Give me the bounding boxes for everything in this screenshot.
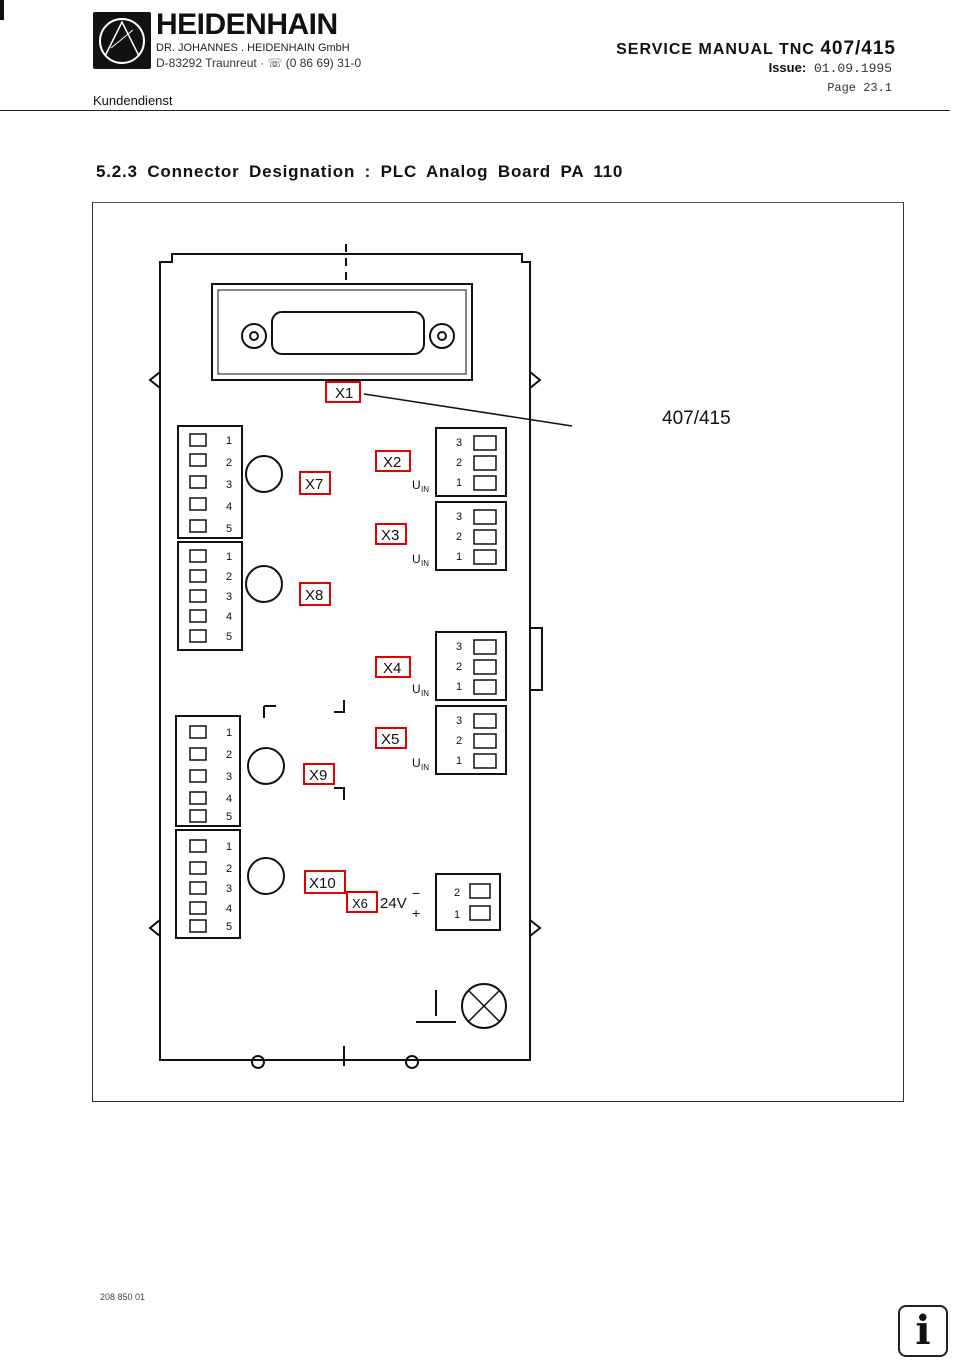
model-label: 407/415 <box>662 408 731 429</box>
board-outline <box>159 253 531 1061</box>
svg-text:3: 3 <box>456 715 462 727</box>
svg-text:4: 4 <box>226 793 232 805</box>
dsub-housing <box>211 283 473 381</box>
svg-text:4: 4 <box>226 903 232 915</box>
svg-text:1: 1 <box>454 909 460 921</box>
manual-title-text: SERVICE MANUAL TNC <box>616 41 815 58</box>
header-divider <box>0 110 950 111</box>
manual-model: 407/415 <box>820 38 896 59</box>
svg-text:2: 2 <box>456 457 462 469</box>
connector-label-x3: X3 <box>381 527 399 544</box>
svg-text:2: 2 <box>456 661 462 673</box>
svg-text:3: 3 <box>456 641 462 653</box>
svg-text:1: 1 <box>456 681 462 693</box>
margin-mark <box>0 0 4 20</box>
voltage-label: 24V <box>380 895 407 912</box>
svg-text:4: 4 <box>226 611 232 623</box>
svg-text:5: 5 <box>226 921 232 933</box>
plus-sign: + <box>412 905 420 921</box>
manual-title: SERVICE MANUAL TNC 407/415 <box>616 38 896 60</box>
issue-line: Issue: 01.09.1995 <box>769 60 892 76</box>
department: Kundendienst <box>93 93 173 108</box>
uin-sub-x4: IN <box>421 689 429 698</box>
svg-text:1: 1 <box>456 477 462 489</box>
svg-text:3: 3 <box>226 591 232 603</box>
uin-sub-x3: IN <box>421 559 429 568</box>
company-name: DR. JOHANNES . HEIDENHAIN GmbH <box>156 42 350 54</box>
uin-label-x3: U <box>412 552 421 566</box>
svg-text:2: 2 <box>226 571 232 583</box>
uin-label-x4: U <box>412 682 421 696</box>
connector-label-x5: X5 <box>381 731 399 748</box>
svg-text:1: 1 <box>226 435 232 447</box>
dsub-connector <box>271 311 425 355</box>
svg-text:3: 3 <box>226 479 232 491</box>
svg-text:5: 5 <box>226 631 232 643</box>
svg-text:4: 4 <box>226 501 232 513</box>
issue-label: Issue: <box>768 60 807 75</box>
company-address: D-83292 Traunreut · ☏ (0 86 69) 31-0 <box>156 56 362 70</box>
figure-frame <box>92 202 904 1102</box>
uin-sub-x2: IN <box>421 485 429 494</box>
uin-label-x2: U <box>412 478 421 492</box>
svg-text:1: 1 <box>226 841 232 853</box>
uin-label-x5: U <box>412 756 421 770</box>
connector-label-x1: X1 <box>335 385 353 402</box>
svg-text:2: 2 <box>456 531 462 543</box>
svg-text:1: 1 <box>226 551 232 563</box>
svg-text:3: 3 <box>456 437 462 449</box>
svg-text:2: 2 <box>226 749 232 761</box>
svg-text:5: 5 <box>226 811 232 823</box>
connector-label-x10: X10 <box>309 875 336 892</box>
connector-label-x7: X7 <box>305 476 323 493</box>
minus-sign: − <box>412 885 420 901</box>
svg-text:2: 2 <box>226 457 232 469</box>
page-number: Page 23.1 <box>827 81 892 95</box>
document-code: 208 850 01 <box>100 1292 146 1302</box>
section-heading: 5.2.3 Connector Designation : PLC Analog… <box>96 162 624 181</box>
svg-text:2: 2 <box>456 735 462 747</box>
connector-label-x6: X6 <box>352 896 368 911</box>
info-icon[interactable]: i <box>898 1305 948 1357</box>
uin-sub-x5: IN <box>421 763 429 772</box>
svg-text:1: 1 <box>456 551 462 563</box>
connector-label-x2: X2 <box>383 454 401 471</box>
heidenhain-logo-icon <box>93 12 151 69</box>
connector-label-x4: X4 <box>383 660 401 677</box>
svg-text:3: 3 <box>226 883 232 895</box>
connector-label-x9: X9 <box>309 767 327 784</box>
svg-text:2: 2 <box>454 887 460 899</box>
svg-text:3: 3 <box>456 511 462 523</box>
connector-label-x8: X8 <box>305 587 323 604</box>
svg-text:1: 1 <box>226 727 232 739</box>
issue-date: 01.09.1995 <box>813 61 892 76</box>
svg-text:5: 5 <box>226 523 232 535</box>
svg-text:1: 1 <box>456 755 462 767</box>
svg-text:3: 3 <box>226 771 232 783</box>
svg-text:2: 2 <box>226 863 232 875</box>
brand-name: HEIDENHAIN <box>156 8 338 41</box>
